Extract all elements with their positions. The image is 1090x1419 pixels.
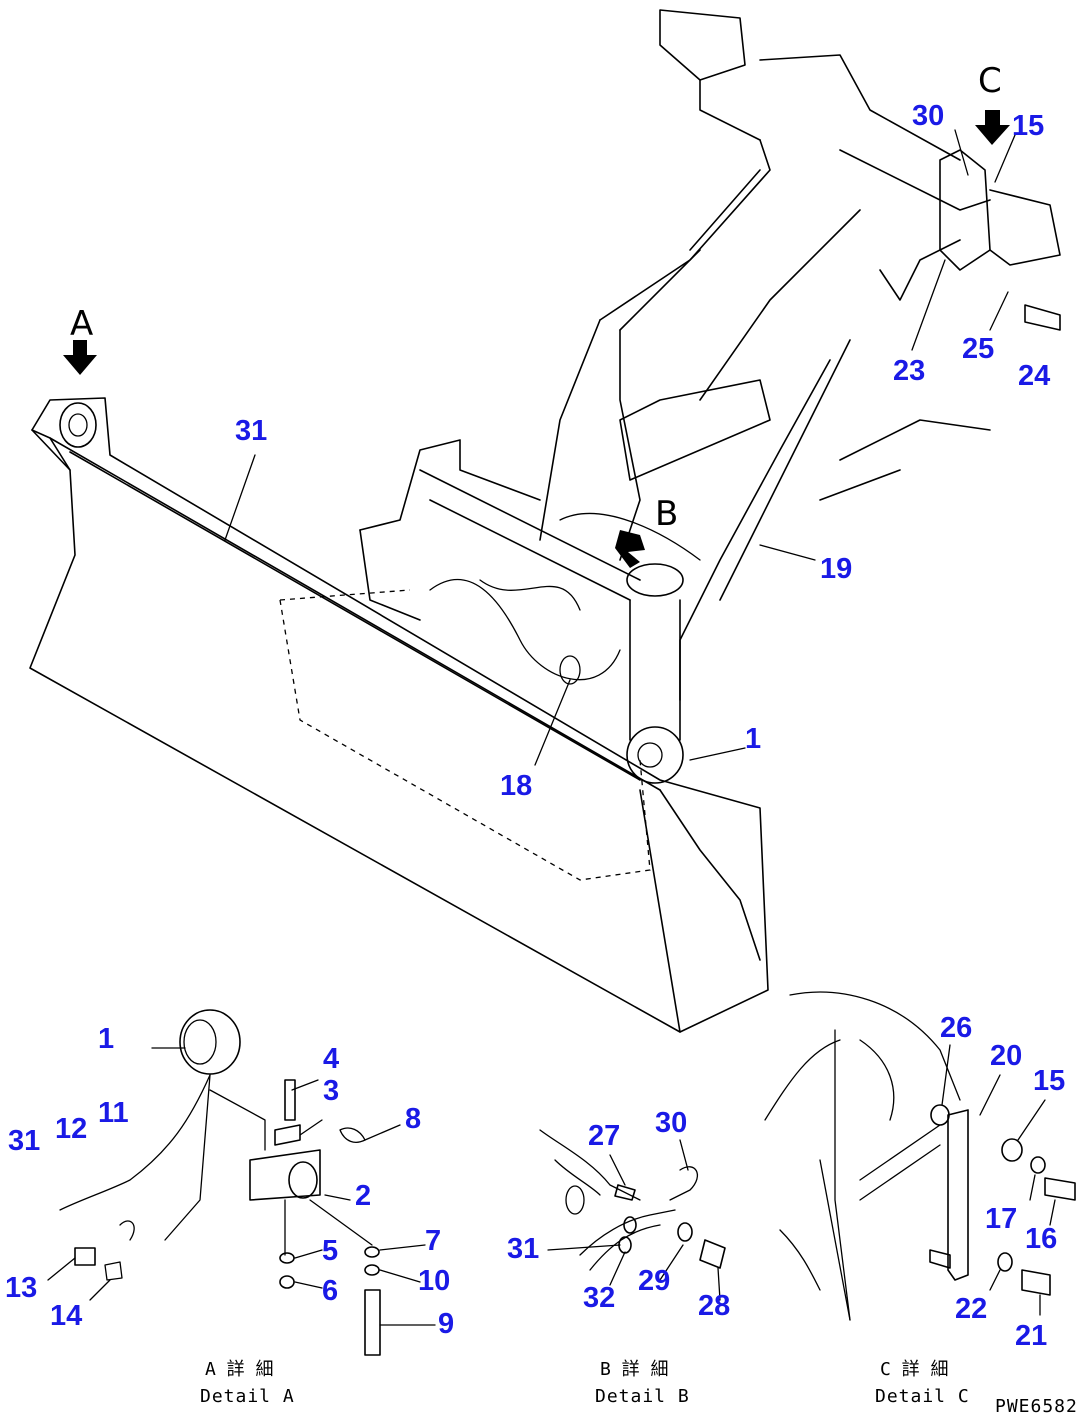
detail-a-callout-8: 8 — [405, 1103, 421, 1135]
callout-18: 18 — [500, 770, 532, 802]
detail-a-caption-jp: A 詳 細 — [205, 1359, 274, 1380]
detail-a-callout-9: 9 — [438, 1308, 454, 1340]
detail-c: 26 20 15 17 16 22 21 C 詳 細 Detail C — [764, 991, 1076, 1407]
detail-a-callout-5: 5 — [322, 1235, 338, 1267]
view-arrow-c: C — [975, 61, 1010, 145]
detail-b-callout-30: 30 — [655, 1107, 687, 1139]
detail-b-callout-29: 29 — [638, 1265, 670, 1297]
detail-c-callout-17: 17 — [985, 1203, 1017, 1235]
detail-a-callout-12: 12 — [55, 1113, 87, 1145]
view-letter-b: B — [655, 494, 678, 534]
detail-c-callout-15: 15 — [1033, 1065, 1065, 1097]
callout-15: 15 — [1012, 110, 1044, 142]
detail-a-callout-6: 6 — [322, 1275, 338, 1307]
callout-31: 31 — [235, 415, 267, 447]
dozer-blade — [29, 397, 769, 1033]
detail-b-caption-jp: B 詳 細 — [600, 1359, 669, 1380]
detail-b-callout-27: 27 — [588, 1120, 620, 1152]
detail-b-callout-28: 28 — [698, 1290, 730, 1322]
detail-c-callout-21: 21 — [1015, 1320, 1047, 1352]
callout-25: 25 — [962, 333, 994, 365]
callout-23: 23 — [893, 355, 925, 387]
detail-a: 1 4 3 8 2 31 12 11 7 10 5 6 9 13 14 A 詳 … — [5, 1009, 454, 1407]
callout-1: 1 — [745, 723, 761, 755]
detail-a-callout-4: 4 — [323, 1043, 339, 1075]
view-letter-a: A — [70, 304, 93, 344]
detail-a-callout-13: 13 — [5, 1272, 37, 1304]
lift-frame — [359, 9, 1061, 784]
view-arrow-a: A — [63, 304, 97, 375]
detail-a-callout-14: 14 — [50, 1300, 82, 1332]
detail-a-callout-3: 3 — [323, 1075, 339, 1107]
detail-a-callout-31: 31 — [8, 1125, 40, 1157]
detail-a-callout-11: 11 — [98, 1097, 129, 1129]
detail-c-caption-en: Detail C — [875, 1386, 970, 1407]
view-letter-c: C — [978, 61, 1002, 101]
detail-b-callout-32: 32 — [583, 1282, 615, 1314]
detail-a-callout-10: 10 — [418, 1265, 450, 1297]
drawing-code: PWE6582 — [995, 1396, 1078, 1417]
detail-c-callout-26: 26 — [940, 1012, 972, 1044]
detail-a-callout-1: 1 — [98, 1023, 114, 1055]
callout-19: 19 — [820, 553, 852, 585]
detail-a-callout-7: 7 — [425, 1225, 441, 1257]
callout-30: 30 — [912, 100, 944, 132]
detail-b: 27 30 31 32 29 28 B 詳 細 Detail B — [507, 1107, 730, 1407]
detail-c-callout-22: 22 — [955, 1293, 987, 1325]
detail-b-callout-31: 31 — [507, 1233, 539, 1265]
callout-24: 24 — [1018, 360, 1050, 392]
main-leaders — [224, 129, 1016, 766]
detail-c-callout-16: 16 — [1025, 1223, 1057, 1255]
main-assembly: A B C 31 30 15 25 24 23 19 18 1 — [29, 9, 1061, 1033]
detail-a-callout-2: 2 — [355, 1180, 371, 1212]
view-arrow-b: B — [615, 494, 678, 568]
detail-c-caption-jp: C 詳 細 — [880, 1359, 949, 1380]
detail-a-caption-en: Detail A — [200, 1386, 295, 1407]
detail-c-callout-20: 20 — [990, 1040, 1022, 1072]
detail-b-caption-en: Detail B — [595, 1386, 690, 1407]
